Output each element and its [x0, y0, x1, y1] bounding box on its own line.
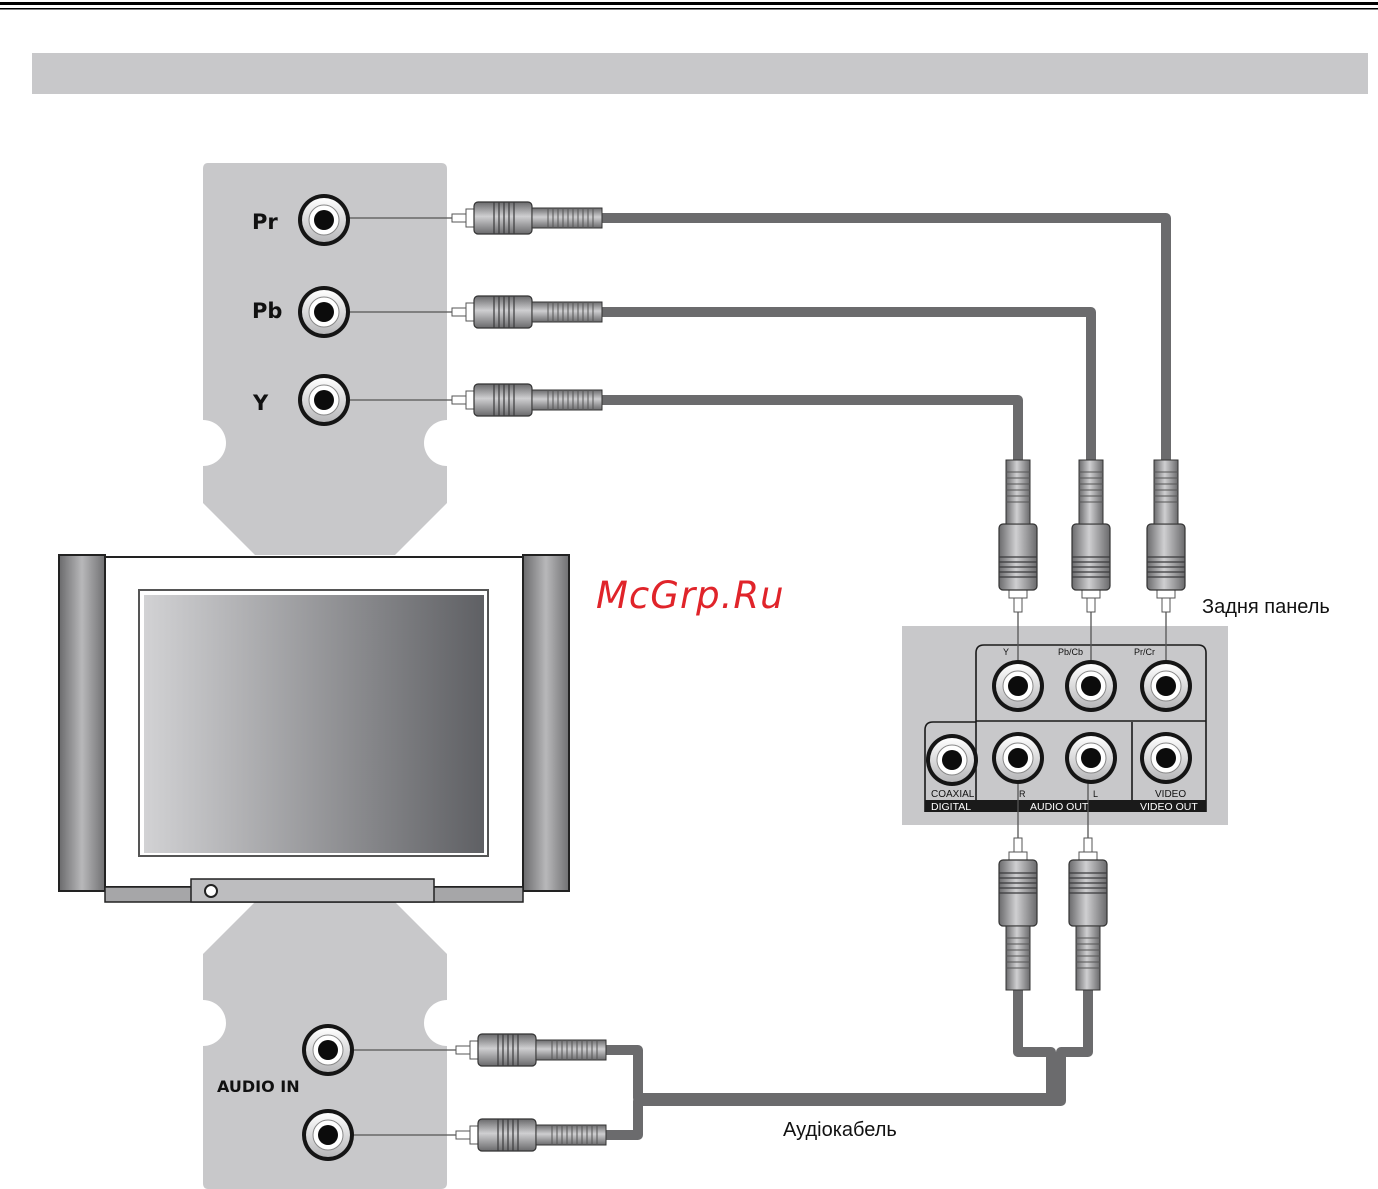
plug-player-pr-cr — [1147, 460, 1185, 612]
plug-tv-pr — [452, 202, 602, 234]
plug-player-pb-cb — [1072, 460, 1110, 612]
plug-tv-audio-top — [456, 1034, 606, 1066]
label-player-pr-cr: Pr/Cr — [1134, 647, 1155, 657]
cable-audio-r — [600, 990, 1051, 1098]
component-video-cables — [600, 218, 1166, 460]
label-player-video-out: VIDEO OUT — [1140, 801, 1198, 813]
plug-player-audio-r — [999, 838, 1037, 990]
jack-player-audio-r — [992, 732, 1044, 784]
tv-control-bar — [191, 879, 434, 902]
tv-screen — [144, 595, 484, 853]
plug-player-audio-l — [1069, 838, 1107, 990]
power-button-icon — [205, 885, 217, 897]
plug-tv-audio-bottom — [456, 1119, 606, 1151]
tv-left-pillar — [59, 555, 105, 891]
label-tv-pr: Pr — [252, 210, 278, 234]
label-tv-y: Y — [252, 391, 269, 415]
tv-right-pillar — [523, 555, 569, 891]
label-player-audio-out: AUDIO OUT — [1030, 801, 1089, 813]
label-tv-pb: Pb — [252, 299, 282, 323]
jack-tv-pr — [298, 194, 350, 246]
label-player-digital: DIGITAL — [931, 801, 971, 813]
jack-player-pb-cb — [1065, 660, 1117, 712]
label-player-video: VIDEO — [1155, 789, 1186, 800]
jack-player-coaxial — [926, 734, 978, 786]
plug-tv-y — [452, 384, 602, 416]
tv-set — [59, 555, 569, 902]
top-rule — [0, 2, 1378, 10]
audio-cable-pair — [600, 990, 1088, 1135]
plug-player-y — [999, 460, 1037, 612]
header-bar — [32, 53, 1368, 94]
label-player-y: Y — [1003, 647, 1009, 657]
audio-cable-caption: Аудіокабель — [783, 1119, 897, 1141]
cable-pr — [600, 218, 1166, 460]
label-tv-audio-in: AUDIO IN — [217, 1077, 300, 1096]
jack-player-video — [1140, 732, 1192, 784]
jack-tv-y — [298, 374, 350, 426]
plug-tv-pb — [452, 296, 602, 328]
label-player-l: L — [1093, 789, 1098, 799]
label-player-r: R — [1019, 789, 1026, 799]
label-player-coaxial: COAXIAL — [931, 789, 975, 800]
jack-tv-audio-bottom — [302, 1109, 354, 1161]
jack-player-y — [992, 660, 1044, 712]
jack-tv-audio-top — [302, 1024, 354, 1076]
label-player-pb-cb: Pb/Cb — [1058, 647, 1083, 657]
jack-player-audio-l — [1065, 732, 1117, 784]
watermark: McGrp.Ru — [596, 574, 785, 617]
jack-tv-pb — [298, 286, 350, 338]
jack-player-pr-cr — [1140, 660, 1192, 712]
cable-y — [600, 400, 1018, 460]
rear-panel-caption: Задня панель — [1202, 596, 1330, 618]
